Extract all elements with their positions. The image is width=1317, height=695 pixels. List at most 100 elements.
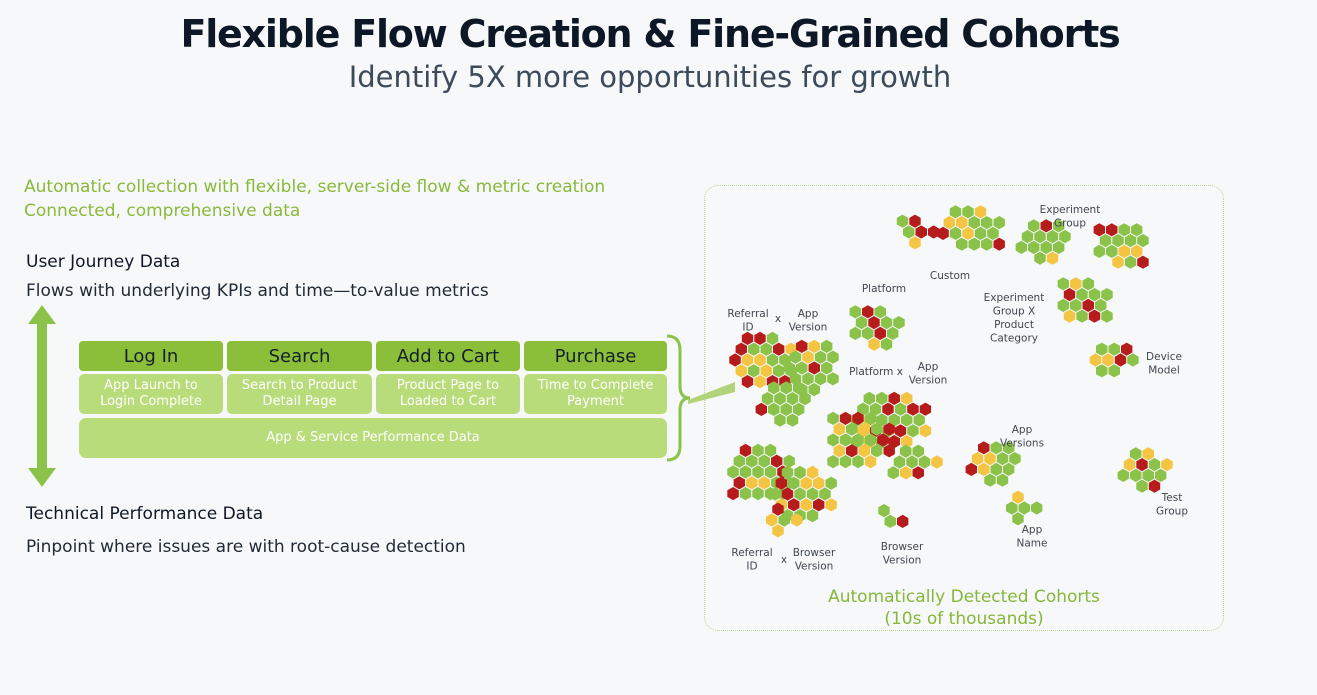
hex-cluster — [1093, 223, 1149, 269]
cohort-hex — [839, 433, 852, 447]
cohort-hex — [813, 476, 825, 490]
cohort-hex — [888, 435, 900, 449]
cohort-hex — [1093, 244, 1105, 258]
right-brace-icon — [666, 334, 691, 462]
cohort-hex — [896, 214, 909, 228]
cohort-hex — [1003, 462, 1015, 476]
cohort-hex — [996, 452, 1009, 466]
cohort-hex — [1161, 458, 1173, 472]
cohort-hex — [833, 422, 845, 436]
cohort-hex — [874, 326, 886, 340]
cohort-hex — [739, 487, 752, 501]
cohort-hex — [789, 350, 802, 364]
user-journey-heading: User Journey Data — [26, 252, 181, 272]
cohort-hex — [1106, 223, 1118, 237]
cohort-hex — [1070, 298, 1082, 312]
cohort-hex — [987, 226, 999, 240]
cohort-hex — [864, 455, 877, 469]
cohort-hex — [1131, 244, 1143, 258]
cohort-hex — [775, 476, 787, 490]
cohort-label-platform: Platform — [862, 283, 906, 295]
cohort-hex — [862, 305, 874, 319]
cohort-hex — [1124, 255, 1137, 269]
cohort-hex — [806, 465, 819, 479]
hex-cluster — [1089, 342, 1139, 378]
cohort-hex — [739, 465, 752, 479]
cohort-hex — [796, 361, 808, 375]
hex-cluster — [766, 502, 803, 538]
cohort-hex — [919, 402, 932, 416]
cohort-hex — [878, 504, 890, 518]
hex-cluster — [1006, 490, 1043, 526]
cohort-hex — [808, 361, 820, 375]
step-add-to-cart-metric-line2: Loaded to Cart — [399, 394, 497, 409]
cohort-hex — [1053, 219, 1065, 233]
cohort-hex — [735, 364, 747, 378]
cohort-hex — [1003, 441, 1015, 455]
cohort-hex — [773, 364, 785, 378]
cohort-hex — [1101, 309, 1113, 323]
cohort-hex — [827, 455, 839, 469]
cohort-hex — [1123, 458, 1136, 472]
cohort-hex — [799, 392, 811, 406]
page-title: Flexible Flow Creation & Fine-Grained Co… — [180, 12, 1120, 56]
cohort-hex — [900, 466, 912, 480]
cohort-hex — [901, 413, 913, 427]
cohort-hex — [852, 455, 864, 469]
cohort-hex — [937, 226, 949, 240]
cohort-hex — [1076, 288, 1088, 302]
cohort-hex — [781, 487, 794, 501]
cohort-hex — [1099, 234, 1112, 248]
hex-cluster — [849, 305, 905, 351]
cohort-hex — [827, 411, 839, 425]
double-arrow-icon — [28, 305, 56, 487]
cohort-hex — [808, 339, 820, 353]
cohort-hex — [1118, 223, 1130, 237]
cohort-hex — [912, 466, 924, 480]
cohort-hex — [727, 487, 739, 501]
cohort-hex — [1009, 452, 1021, 466]
cohort-hex — [819, 487, 831, 501]
cohort-hex — [771, 454, 783, 468]
cohort-hex — [1118, 244, 1130, 258]
intro-line-collection: Automatic collection with flexible, serv… — [24, 177, 606, 197]
cohort-hex — [752, 487, 764, 501]
cohort-hex — [1059, 230, 1071, 244]
page-subtitle: Identify 5X more opportunities for growt… — [348, 60, 952, 94]
technical-heading: Technical Performance Data — [26, 504, 264, 524]
cohort-hex — [962, 226, 974, 240]
hex-cluster — [729, 331, 797, 389]
cohort-hex — [1063, 288, 1076, 302]
cohort-hex — [984, 473, 996, 487]
step-add-to-cart-metric-line1: Product Page to — [396, 378, 500, 393]
hex-cluster — [937, 205, 1005, 251]
cohort-hex — [968, 216, 980, 230]
cohort-hex — [1028, 240, 1040, 254]
cohort-label-custom: Custom — [930, 270, 970, 282]
cohort-hex — [786, 413, 799, 427]
cohort-hex — [764, 443, 777, 457]
cohort-hex — [788, 498, 800, 512]
cohort-hex — [949, 205, 962, 219]
cohort-hex-clusters — [727, 205, 1173, 538]
cohort-hex — [1082, 277, 1094, 291]
cohort-hex — [858, 444, 870, 458]
cohort-hex — [956, 237, 968, 251]
hex-cluster — [1057, 277, 1113, 323]
cohort-hex — [1106, 244, 1118, 258]
cohort-hex — [909, 236, 921, 250]
cohort-hex — [893, 316, 905, 330]
cohort-hex — [1131, 223, 1143, 237]
cohort-hex — [849, 305, 861, 319]
cohort-hex — [981, 237, 993, 251]
cohort-hex — [1015, 240, 1027, 254]
cohort-hex — [796, 339, 808, 353]
connector-wedge — [688, 382, 735, 404]
cohort-hex — [788, 476, 800, 490]
